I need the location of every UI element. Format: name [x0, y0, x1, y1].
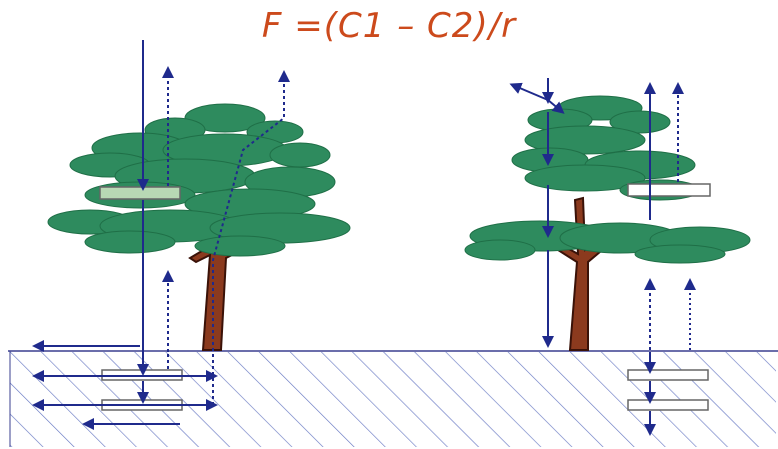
right-soil-layer-1: [627, 369, 709, 381]
left-diagonal-dotted-arrow: [212, 70, 290, 405]
ground: [8, 350, 778, 447]
right-sun-arrow-diag: [547, 99, 565, 114]
left-tree: [47, 103, 351, 351]
right-canopy-layer: [627, 183, 711, 197]
right-tree: [464, 95, 751, 351]
right-sun-arrow-left: [509, 82, 549, 101]
right-soil-layer-2: [627, 399, 709, 411]
flux-arrows: [32, 40, 696, 436]
left-canopy-layer: [99, 186, 181, 200]
formula-title: F =(C1 – C2)/r: [261, 6, 517, 46]
right-tree-canopy: [464, 95, 751, 264]
right-tree-trunk: [556, 196, 609, 351]
left-tree-canopy: [47, 103, 351, 257]
